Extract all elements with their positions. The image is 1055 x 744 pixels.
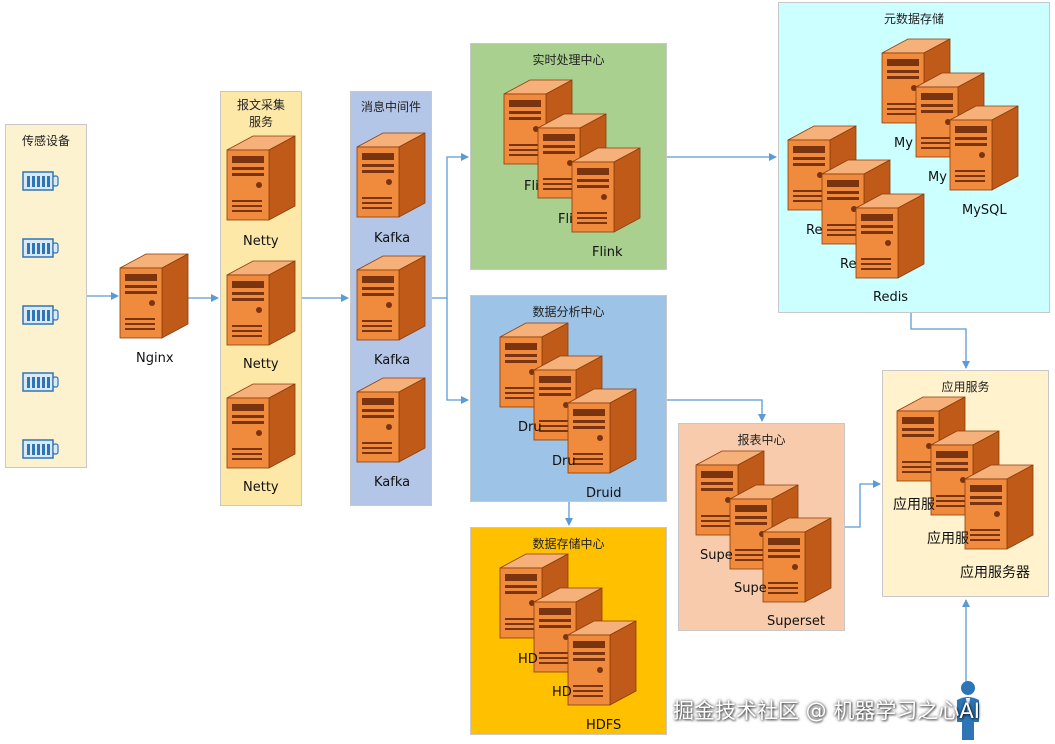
redis-label-2: Re	[840, 257, 857, 272]
hdfs-label-3: HDFS	[586, 718, 622, 733]
app-panel-title: 应用服务	[941, 380, 990, 394]
mq-panel-title: 消息中间件	[360, 100, 421, 114]
sensor-device-icon-4	[22, 371, 60, 393]
storage-panel-title: 数据存储中心	[532, 537, 605, 551]
hdfs-label-2: HD	[552, 685, 572, 700]
flink-label-2: Fli	[558, 212, 573, 227]
sensor-panel-title: 传感设备	[21, 134, 70, 148]
kafka-server-icon-1	[355, 127, 427, 219]
app-server-icon-3	[963, 459, 1035, 551]
app-server-label-2: 应用服	[927, 531, 969, 547]
kafka-label-1: Kafka	[374, 231, 411, 246]
nginx-label: Nginx	[136, 351, 174, 366]
netty-label-2: Netty	[243, 357, 279, 372]
netty-label-1: Netty	[243, 234, 279, 249]
kafka-server-icon-3	[355, 372, 427, 464]
flink-label-3: Flink	[592, 245, 623, 260]
redis-label-3: Redis	[873, 290, 909, 305]
sensor-device-icon-2	[22, 237, 60, 259]
hdfs-label-1: HD	[518, 652, 538, 667]
superset-label-2: Supe	[734, 581, 767, 596]
sensor-device-icon-3	[22, 304, 60, 326]
meta-panel-title: 元数据存储	[883, 12, 944, 26]
netty-label-3: Netty	[243, 480, 279, 495]
watermark: 掘金技术社区 @ 机器学习之心AI	[673, 699, 980, 723]
arrow-mq-to-analysis	[446, 298, 469, 404]
app-server-label-3: 应用服务器	[960, 565, 1030, 581]
arrow-meta-to-app	[910, 313, 970, 369]
druid-label-2: Dru	[552, 454, 576, 469]
druid-label-3: Druid	[586, 486, 622, 501]
sensor-device-icon-5	[22, 438, 60, 460]
druid-label-1: Dru	[518, 420, 542, 435]
sensor-device-icon-1	[22, 170, 60, 192]
netty-server-icon-3	[225, 378, 297, 470]
arrow-analysis-to-report	[667, 399, 766, 422]
app-server-label-1: 应用服	[893, 497, 935, 513]
hdfs-server-icon-3	[566, 615, 638, 707]
redis-label-1: Re	[806, 223, 823, 238]
netty-server-icon-2	[225, 255, 297, 347]
analysis-panel-title: 数据分析中心	[532, 305, 605, 319]
flink-server-icon-3	[570, 142, 642, 234]
arrow-report-to-app	[845, 480, 881, 528]
collect-panel-title: 报文采集 服务	[236, 98, 285, 129]
mysql-label-2: My	[928, 170, 947, 185]
kafka-label-2: Kafka	[374, 353, 411, 368]
nginx-server-icon	[118, 248, 190, 340]
flink-label-1: Fli	[524, 179, 539, 194]
arrow-mq-to-realtime	[432, 153, 469, 299]
superset-server-icon-3	[761, 512, 833, 604]
mysql-label-3: MySQL	[962, 203, 1007, 218]
user-icon	[957, 681, 979, 740]
mysql-server-icon-3	[948, 100, 1020, 192]
superset-label-3: Superset	[767, 614, 825, 629]
kafka-label-3: Kafka	[374, 475, 411, 490]
mysql-label-1: My	[894, 136, 913, 151]
redis-server-icon-3	[854, 188, 926, 280]
report-panel-title: 报表中心	[737, 433, 786, 447]
superset-label-1: Supe	[700, 548, 733, 563]
kafka-server-icon-2	[355, 250, 427, 342]
druid-server-icon-3	[566, 383, 638, 475]
netty-server-icon-1	[225, 130, 297, 222]
realtime-panel-title: 实时处理中心	[532, 53, 605, 67]
